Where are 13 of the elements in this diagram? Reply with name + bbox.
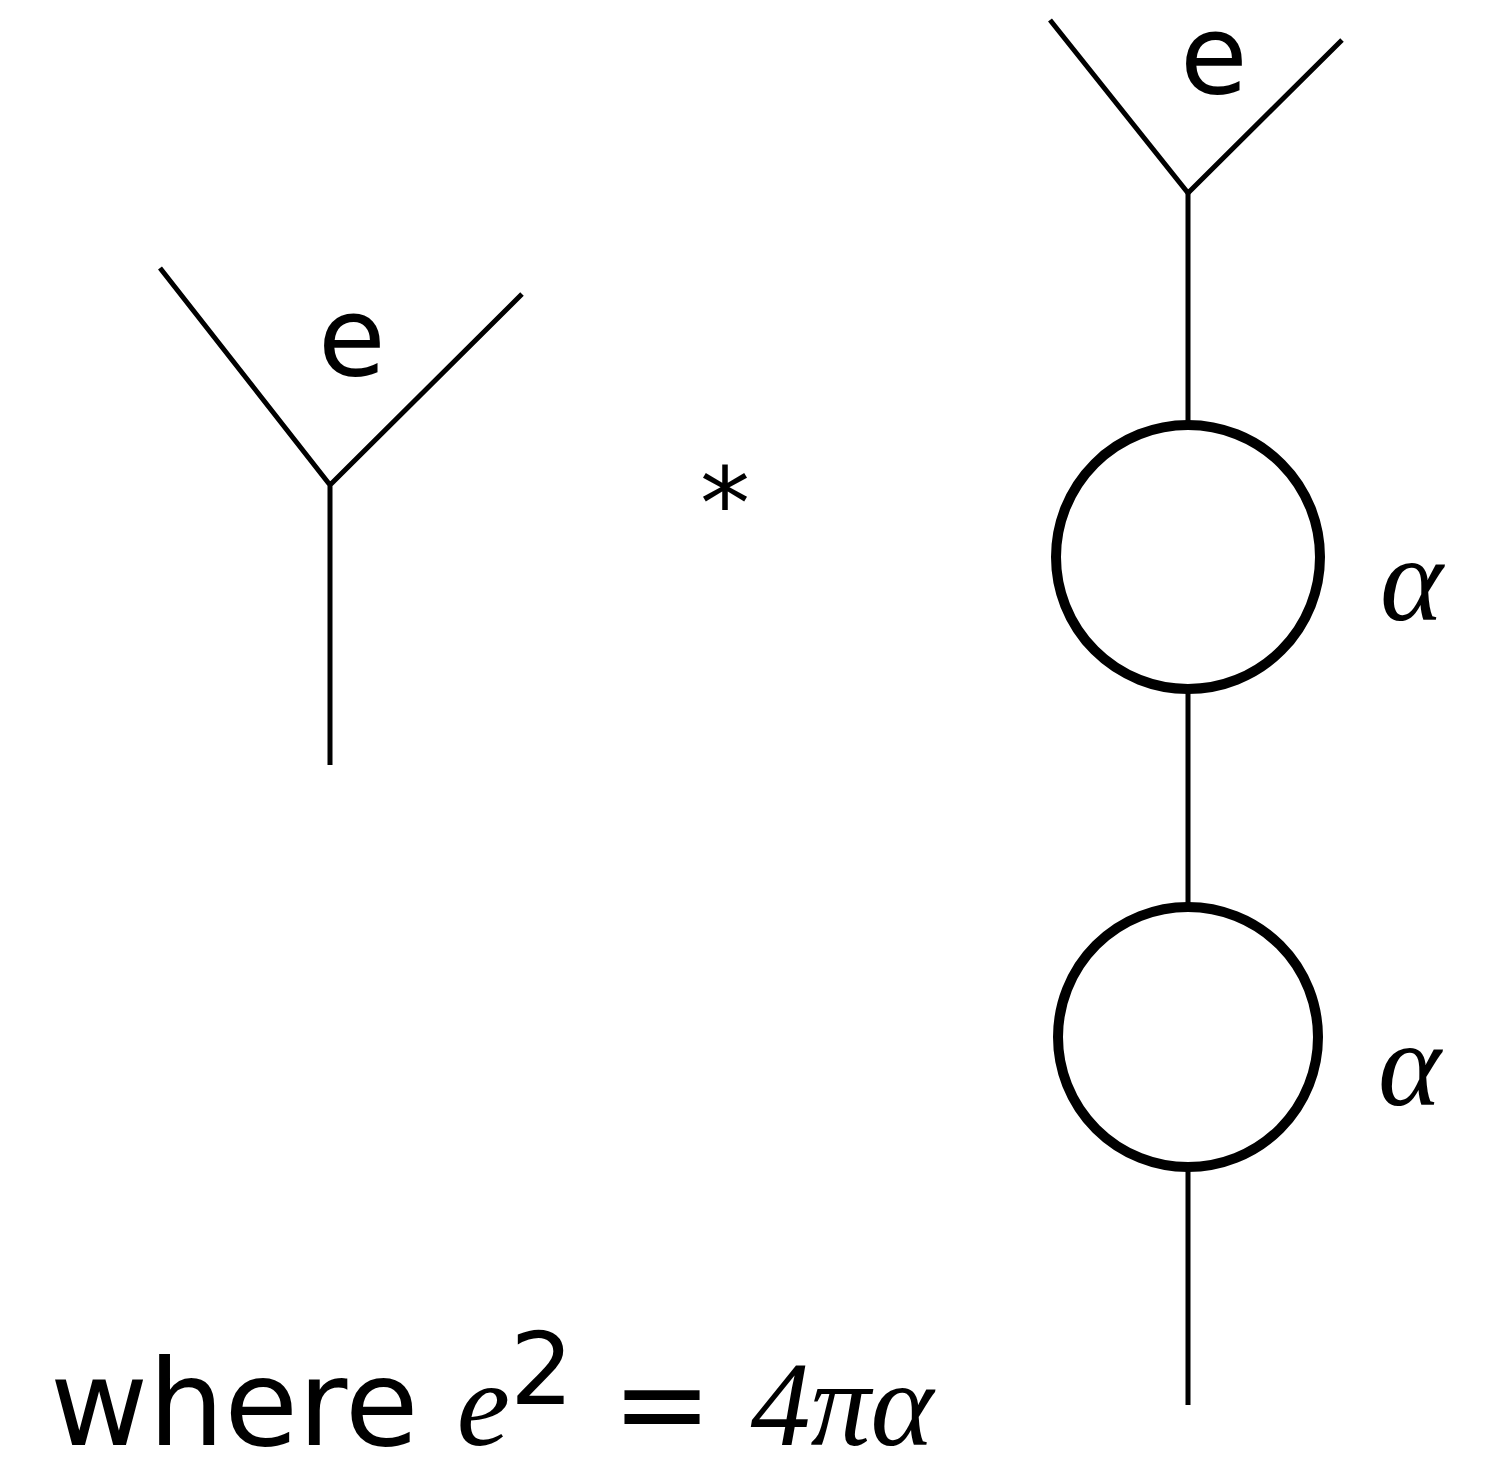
propagator-line: [1185, 693, 1191, 903]
vertex-drawing: [157, 265, 525, 768]
propagator-line: [1185, 193, 1191, 421]
vertex-drawing: [1048, 18, 1344, 197]
charge-label: e: [1180, 0, 1248, 110]
loop-circle: [1052, 901, 1324, 1173]
coupling-label: α: [1380, 520, 1443, 640]
propagator-line: [1185, 1171, 1191, 1405]
charge-label: e: [318, 282, 386, 392]
loop-circle: [1050, 419, 1326, 695]
caption: where e$^{2}$ = 4πα: [50, 1320, 934, 1465]
coupling-label: α: [1378, 1005, 1441, 1125]
asterisk: *: [700, 455, 750, 555]
